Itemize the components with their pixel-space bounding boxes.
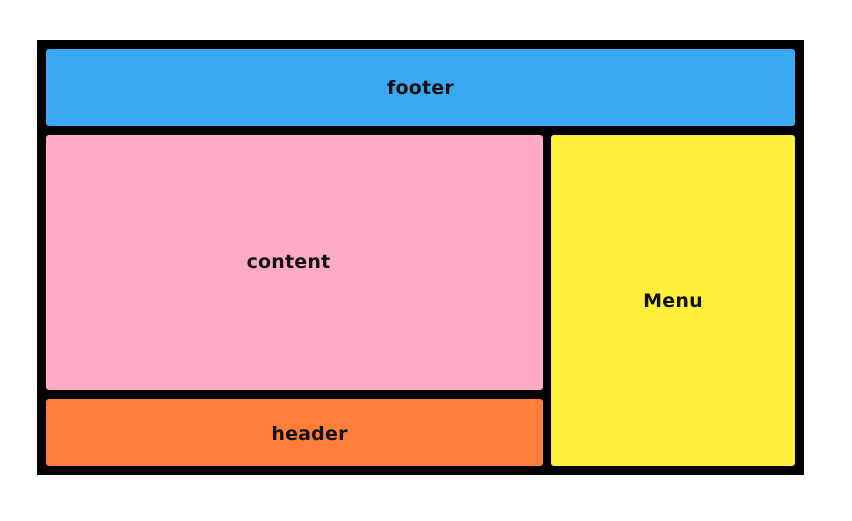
content-region: content <box>46 135 543 390</box>
footer-region: footer <box>46 49 795 126</box>
menu-region: Menu <box>551 135 795 466</box>
layout-grid-frame: footer content Menu header <box>37 40 804 475</box>
content-label: content <box>246 250 331 273</box>
footer-label: footer <box>387 76 454 99</box>
menu-label: Menu <box>643 289 703 312</box>
header-label: header <box>271 422 348 445</box>
header-region: header <box>46 399 543 466</box>
